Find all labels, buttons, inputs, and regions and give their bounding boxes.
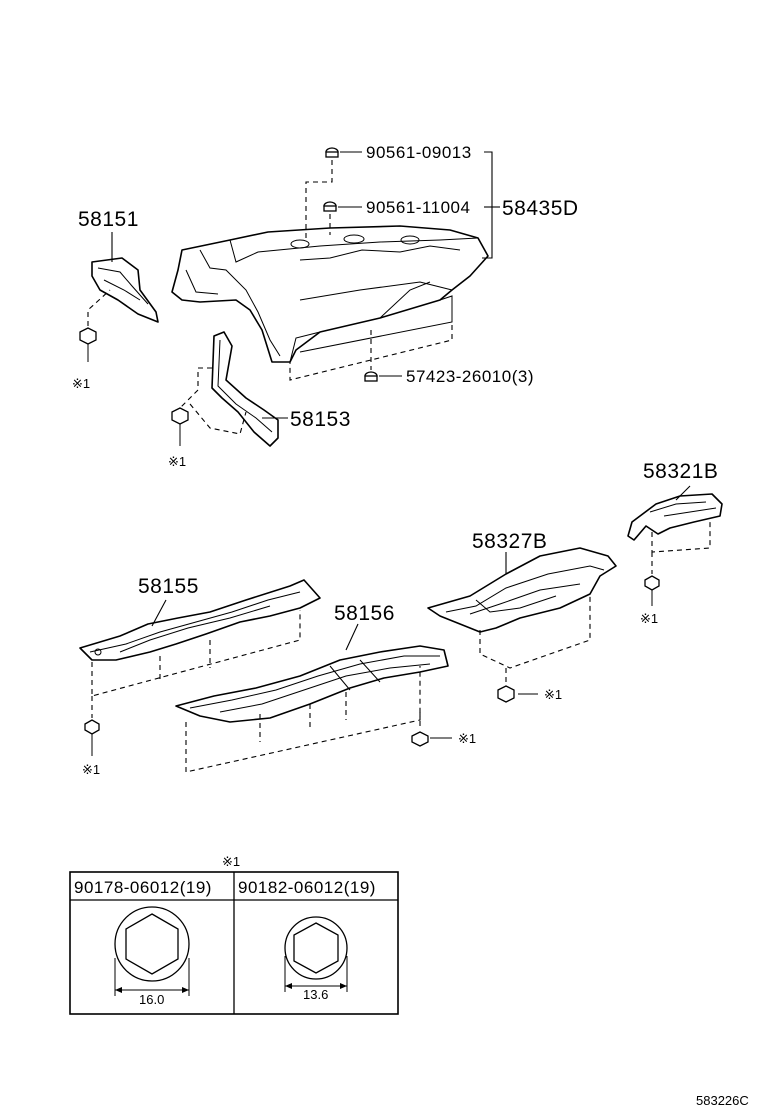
legend-dim-13-6: 13.6 <box>303 987 328 1002</box>
callout-58327B: 58327B <box>472 530 547 553</box>
part-58321B-illustration <box>627 493 723 541</box>
bolt-58327B-icon <box>497 685 515 703</box>
bolt-58153-icon <box>171 407 189 446</box>
part-58327B-illustration <box>427 547 617 633</box>
nut-57423-icon <box>364 371 378 382</box>
part-58435D-illustration <box>171 225 489 363</box>
callout-58151: 58151 <box>78 208 139 231</box>
fastener-mark-1: ※1 <box>72 376 90 391</box>
legend-mark: ※1 <box>222 854 240 869</box>
bolt-58321B-icon <box>644 575 660 606</box>
callout-58156: 58156 <box>334 602 395 625</box>
part-58151-illustration <box>91 257 159 323</box>
fastener-mark-4: ※1 <box>544 687 562 702</box>
flange-nut-16-icon <box>114 906 190 996</box>
callout-58321B: 58321B <box>643 460 718 483</box>
part-58153-illustration <box>211 331 279 447</box>
fastener-mark-5: ※1 <box>458 731 476 746</box>
fastener-mark-6: ※1 <box>82 762 100 777</box>
legend-part-90178: 90178-06012(19) <box>74 878 212 897</box>
bolt-58155-icon <box>84 719 100 756</box>
legend-dim-16: 16.0 <box>139 992 164 1007</box>
bolt-58151-icon <box>79 327 97 362</box>
fastener-mark-2: ※1 <box>168 454 186 469</box>
callout-57423-26010: 57423-26010(3) <box>406 367 534 386</box>
nut-90561-09013-icon <box>325 147 339 158</box>
callout-90561-11004: 90561-11004 <box>366 198 470 217</box>
part-58156-illustration <box>175 645 449 723</box>
callout-58153: 58153 <box>290 408 351 431</box>
legend-part-90182: 90182-06012(19) <box>238 878 376 897</box>
callout-90561-09013: 90561-09013 <box>366 143 472 162</box>
callout-58435D: 58435D <box>502 197 579 220</box>
part-58155-illustration <box>79 579 321 661</box>
fastener-mark-3: ※1 <box>640 611 658 626</box>
callout-58155: 58155 <box>138 575 199 598</box>
bolt-58156-icon <box>411 731 429 747</box>
figure-code: 583226C <box>696 1093 749 1108</box>
flange-nut-13-6-icon <box>284 916 348 992</box>
nut-90561-11004-icon <box>323 201 337 212</box>
fastener-legend-table: ※1 90178-06012(19) 90182-06012(19) 16.0 <box>69 854 399 1015</box>
